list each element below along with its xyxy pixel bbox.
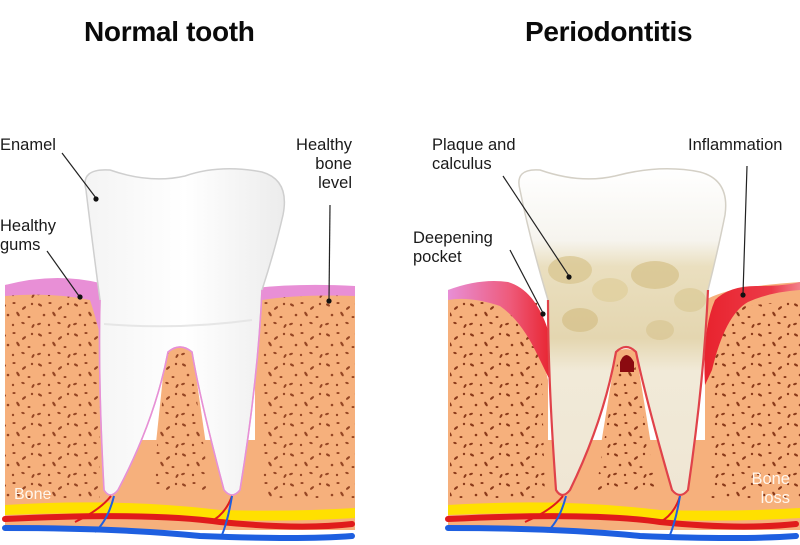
bone-level-line2: bone	[315, 155, 352, 173]
healthy-gums-label-line1: Healthy	[0, 217, 56, 235]
nerve-band	[5, 502, 355, 521]
bone-loss-label: Bone loss	[740, 470, 790, 508]
healthy-gums-label-line2: gums	[0, 236, 41, 254]
plaque-label-line1: Plaque and	[432, 136, 516, 154]
plaque-label-line2: calculus	[432, 155, 492, 173]
periodontitis-diagram	[445, 165, 800, 541]
periodontitis-title: Periodontitis	[525, 16, 693, 47]
healthy-bone-level-label: Healthy bone level	[280, 136, 352, 193]
normal-tooth-title: Normal tooth	[84, 16, 255, 47]
inflamed-gum-right	[704, 282, 800, 385]
normal-tooth-diagram	[2, 152, 355, 541]
deepening-pocket-label: Deepening pocket	[413, 229, 493, 267]
healthy-gum-right	[255, 284, 355, 380]
plaque-calculus-label: Plaque and calculus	[432, 136, 516, 174]
pocket-label-line2: pocket	[413, 248, 462, 266]
bone-loss-line1: Bone	[751, 470, 790, 488]
pocket-label-line1: Deepening	[413, 229, 493, 247]
plaque-deposits	[548, 256, 706, 340]
bone-label: Bone	[14, 486, 52, 503]
bone-level-line3: level	[318, 174, 352, 192]
artery	[2, 513, 355, 530]
bone-loss-line2: loss	[760, 489, 790, 507]
enamel-label: Enamel	[0, 136, 56, 154]
inflammation-label: Inflammation	[688, 136, 783, 154]
inflamed-gum-left	[448, 281, 552, 385]
vein	[2, 525, 355, 541]
healthy-gums-label: Healthy gums	[0, 217, 56, 255]
bone-level-line1: Healthy	[296, 136, 352, 154]
